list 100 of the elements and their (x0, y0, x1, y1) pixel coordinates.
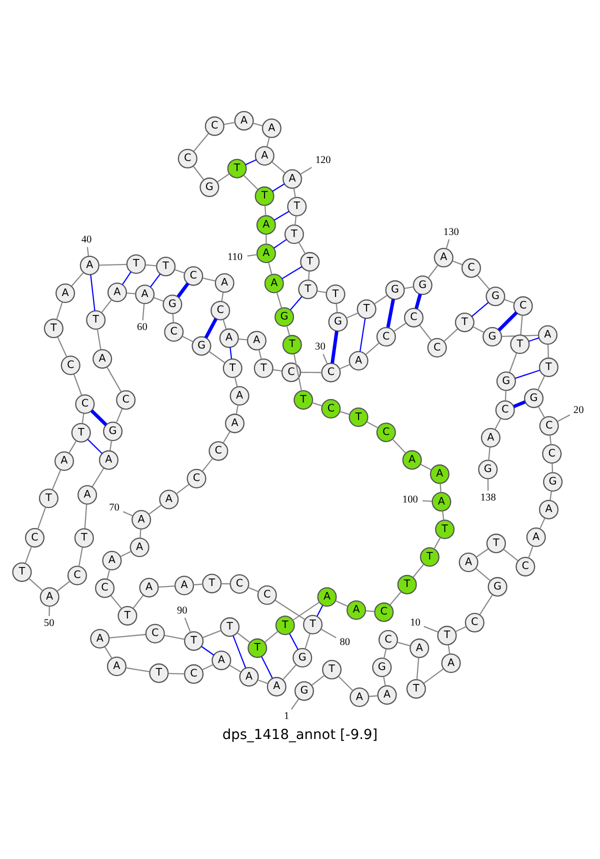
connector (434, 537, 441, 550)
connector (494, 418, 502, 430)
connector (28, 578, 44, 592)
node-circle: C (464, 612, 484, 632)
connector (424, 668, 444, 684)
connector (110, 595, 122, 610)
node-circle: G (292, 648, 312, 668)
node-circle: A (538, 325, 558, 345)
connector (258, 679, 268, 684)
node-text: 60 (137, 322, 148, 333)
node-circle: T (420, 547, 440, 567)
connector (202, 458, 214, 472)
node-circle: C (461, 258, 481, 278)
connector (201, 646, 214, 656)
node-text: 90 (176, 605, 188, 616)
connector (258, 350, 262, 360)
connector (109, 634, 146, 638)
connector (192, 166, 204, 180)
connector (52, 470, 62, 490)
connector (82, 413, 84, 424)
connector (320, 628, 336, 638)
connector (247, 254, 257, 257)
connector (298, 242, 306, 254)
node-circle: T (86, 310, 106, 330)
connector (549, 435, 552, 445)
node-circle: G (200, 178, 220, 198)
node-circle: C (116, 390, 136, 410)
connector (488, 447, 490, 460)
node-circle: A (441, 653, 461, 673)
connector (268, 262, 272, 274)
node-circle: T (397, 574, 417, 594)
node-text: 20 (573, 404, 584, 416)
connector (539, 518, 546, 530)
connector (311, 674, 325, 686)
node-circle: T (156, 256, 176, 276)
connector (248, 586, 259, 592)
node-circle: T (510, 334, 530, 354)
node-circle: C (184, 664, 204, 684)
connector (520, 315, 523, 335)
connector (56, 302, 63, 320)
connector (365, 342, 380, 355)
connector (359, 318, 366, 352)
connector (471, 302, 489, 317)
node-circle: T (12, 562, 32, 582)
connector (366, 610, 375, 612)
connector (476, 274, 490, 290)
connector (440, 483, 442, 492)
node-text: 1 (284, 710, 290, 722)
connector (330, 330, 338, 364)
node-circle: G (412, 276, 432, 296)
connector (264, 206, 266, 216)
connector (504, 298, 514, 304)
node-circle: T (454, 312, 474, 332)
node-circle: A (239, 667, 259, 687)
connector (502, 334, 538, 337)
connector (140, 529, 142, 538)
connector (292, 602, 320, 621)
connector (487, 479, 489, 491)
node-circle: A (282, 169, 302, 189)
connector (340, 411, 350, 416)
connector (316, 605, 324, 616)
node-circle: A (256, 244, 276, 264)
node-circle: C (24, 528, 45, 548)
node-circle: C (374, 602, 394, 622)
connector (274, 600, 306, 620)
connector (428, 264, 438, 278)
node-circle: C (427, 338, 447, 358)
connector (264, 630, 278, 643)
node-circle: A (410, 638, 430, 658)
connector (230, 347, 232, 359)
node-circle: A (317, 587, 337, 607)
node-circle: C (184, 266, 204, 286)
connector (557, 414, 570, 422)
node-circle: G (372, 658, 392, 678)
connector (322, 354, 328, 364)
node-circle: A (234, 111, 254, 131)
node-circle: T (254, 358, 274, 378)
connector (420, 464, 432, 470)
connector (419, 324, 432, 341)
connector (68, 440, 77, 454)
connector (48, 606, 50, 616)
node-circle: G (274, 307, 294, 327)
node-circle: A (346, 600, 366, 620)
connector (71, 272, 84, 286)
connector (452, 260, 462, 266)
node-text: 50 (44, 618, 54, 629)
connector (538, 406, 546, 418)
node-circle: C (230, 574, 250, 594)
connector (234, 377, 238, 387)
node-circle: A (102, 550, 122, 570)
node-circle: A (56, 283, 76, 303)
node-circle: C (542, 444, 562, 464)
connector (404, 286, 414, 290)
connector (476, 548, 489, 558)
connector (317, 290, 326, 294)
connector (346, 312, 358, 319)
connector (412, 564, 424, 578)
connector (528, 546, 534, 558)
node-circle: T (294, 390, 314, 410)
connector (174, 269, 185, 274)
